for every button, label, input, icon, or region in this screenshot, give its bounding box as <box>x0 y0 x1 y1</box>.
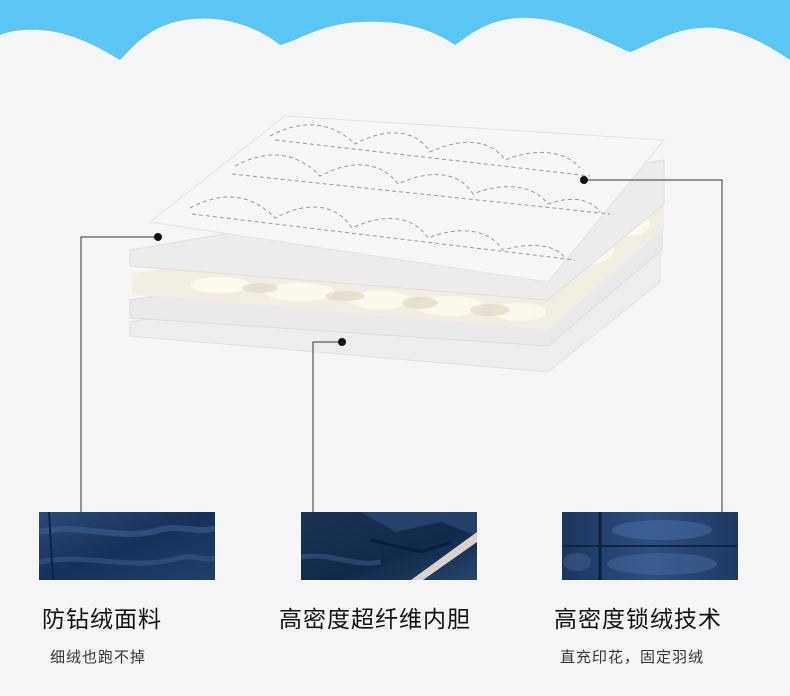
callout-line-2 <box>312 341 342 512</box>
callout-line-3 <box>584 179 723 512</box>
quilt-stitching <box>189 124 611 261</box>
fabric-closeup-photo <box>39 512 215 580</box>
feature-subtitle-stitching: 直充印花，固定羽绒 <box>560 648 705 666</box>
layer-top-fabric <box>148 115 666 283</box>
feature-title-fabric: 防钻绒面料 <box>42 607 162 633</box>
callout-dot-3 <box>580 176 588 184</box>
feature-title-lining: 高密度超纤维内胆 <box>279 607 471 633</box>
material-layers-illustration <box>129 115 666 373</box>
stitching-closeup-photo <box>562 512 738 580</box>
feature-title-stitching: 高密度锁绒技术 <box>554 607 722 633</box>
callout-line-1 <box>80 236 158 512</box>
lining-closeup-photo <box>301 512 477 580</box>
feature-subtitle-fabric: 细绒也跑不掉 <box>50 648 147 666</box>
sky-cloud-header <box>0 0 790 60</box>
callout-dot-2 <box>338 338 346 346</box>
callout-dot-1 <box>154 233 162 241</box>
